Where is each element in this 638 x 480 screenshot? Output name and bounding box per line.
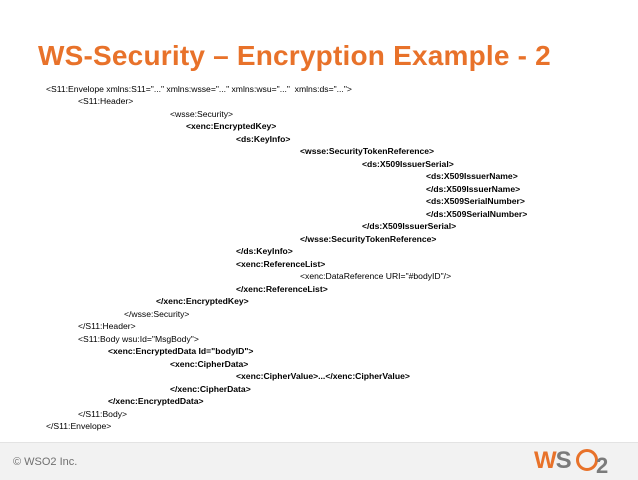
code-line: </wsse:SecurityTokenReference> — [300, 234, 437, 244]
code-line: <xenc:EncryptedData Id="bodyID"> — [108, 346, 254, 356]
code-line: </xenc:EncryptedKey> — [156, 296, 249, 306]
code-line: </ds:X509IssuerSerial> — [362, 221, 457, 231]
code-line: </ds:X509SerialNumber> — [426, 209, 528, 219]
code-line: <S11:Body wsu:Id="MsgBody"> — [78, 334, 199, 344]
code-line: <xenc:CipherData> — [170, 359, 249, 369]
code-line: </xenc:EncryptedData> — [108, 396, 204, 406]
wso2-logo: WS 2 — [520, 445, 620, 479]
code-line: </ds:X509IssuerName> — [426, 184, 521, 194]
xml-code-block: <S11:Envelope xmlns:S11="..." xmlns:wsse… — [0, 84, 638, 444]
code-line: </S11:Header> — [78, 321, 136, 331]
logo-wordmark: WS — [534, 447, 572, 474]
code-line: <S11:Envelope xmlns:S11="..." xmlns:wsse… — [46, 84, 352, 94]
code-line: <ds:X509SerialNumber> — [426, 196, 525, 206]
code-line: </S11:Body> — [78, 409, 128, 419]
code-line: <ds:KeyInfo> — [236, 134, 291, 144]
code-line: </S11:Envelope> — [46, 421, 112, 431]
logo-two: 2 — [596, 453, 609, 478]
code-line: <wsse:Security> — [170, 109, 234, 119]
code-line: <ds:X509IssuerName> — [426, 171, 518, 181]
code-line: <S11:Header> — [78, 96, 134, 106]
copyright-text: © WSO2 Inc. — [13, 456, 78, 468]
slide-title: WS-Security – Encryption Example - 2 — [38, 40, 551, 71]
code-line: </wsse:Security> — [124, 309, 190, 319]
code-line: </ds:KeyInfo> — [236, 246, 293, 256]
code-line: <xenc:ReferenceList> — [236, 259, 326, 269]
logo-o-circle — [576, 449, 598, 471]
code-line: <xenc:CipherValue>...</xenc:CipherValue> — [236, 371, 410, 381]
code-line: <ds:X509IssuerSerial> — [362, 159, 454, 169]
code-line: </xenc:ReferenceList> — [236, 284, 328, 294]
code-line: <xenc:EncryptedKey> — [186, 121, 277, 131]
code-line: <wsse:SecurityTokenReference> — [300, 146, 435, 156]
code-line: </xenc:CipherData> — [170, 384, 251, 394]
code-line: <xenc:DataReference URI="#bodyID"/> — [300, 271, 452, 281]
slide-footer: © WSO2 Inc. WS 2 — [0, 442, 638, 480]
